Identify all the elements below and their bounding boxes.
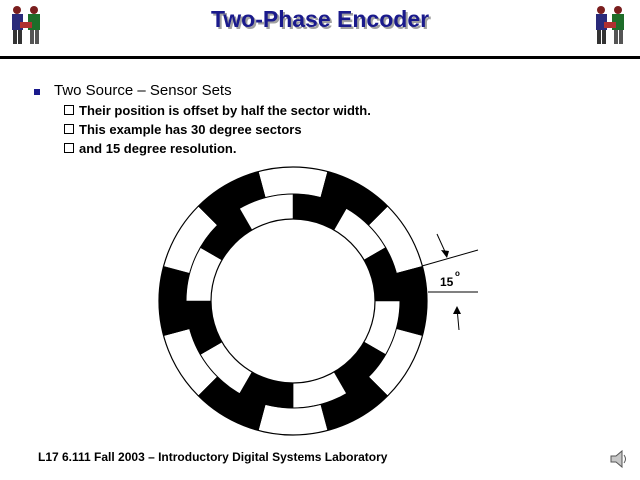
main-bullet-text: Two Source – Sensor Sets bbox=[54, 82, 232, 99]
checkbox-bullet-icon bbox=[64, 143, 74, 153]
logo-figures-icon bbox=[596, 6, 624, 44]
sub-bullet-text: Their position is offset by half the sec… bbox=[79, 103, 371, 118]
outer-ring-edge bbox=[158, 166, 428, 436]
inner-hub bbox=[210, 218, 376, 384]
speaker-icon[interactable] bbox=[608, 448, 630, 470]
logo-figures-icon bbox=[12, 6, 40, 44]
outer-sector bbox=[396, 266, 428, 336]
sub-bullet-text: and 15 degree resolution. bbox=[79, 141, 237, 156]
outer-sector bbox=[258, 166, 328, 198]
title-divider bbox=[0, 56, 640, 59]
slide-title: Two-Phase Encoder bbox=[210, 6, 430, 32]
angle-line-upper bbox=[421, 249, 479, 267]
footer-text: L17 6.111 Fall 2003 – Introductory Digit… bbox=[38, 450, 388, 464]
middle-ring-edge bbox=[185, 193, 401, 409]
encoder-rings bbox=[158, 166, 428, 436]
angle-label: 15 bbox=[440, 275, 454, 289]
outer-sector bbox=[158, 266, 190, 336]
outer-sector bbox=[258, 404, 328, 436]
sub-bullet-text: This example has 30 degree sectors bbox=[79, 122, 302, 137]
degree-mark: o bbox=[455, 269, 460, 278]
arrowhead-upper-icon bbox=[441, 250, 449, 258]
checkbox-bullet-icon bbox=[64, 124, 74, 134]
sub-bullet: This example has 30 degree sectors bbox=[64, 122, 302, 137]
square-bullet-icon bbox=[34, 89, 40, 95]
sub-bullet: and 15 degree resolution. bbox=[64, 141, 237, 156]
checkbox-bullet-icon bbox=[64, 105, 74, 115]
sub-bullet: Their position is offset by half the sec… bbox=[64, 103, 371, 118]
arrowhead-lower-icon bbox=[453, 306, 461, 314]
